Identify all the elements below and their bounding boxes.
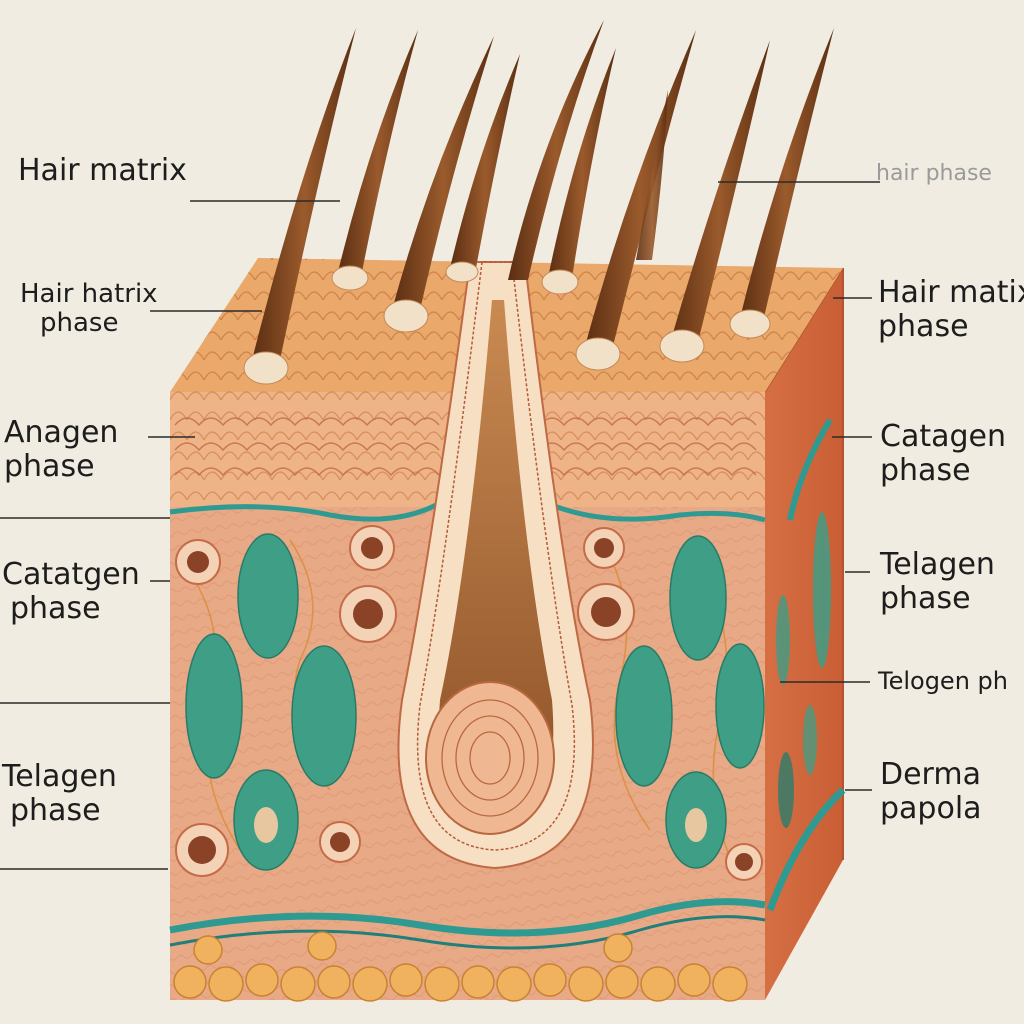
- label-hair-phase-faint: hair phase: [876, 161, 992, 186]
- label-catatgen-phase-left-line1: Catatgen: [2, 557, 140, 592]
- label-telagen-phase-left-line1: Telagen: [2, 759, 117, 794]
- label-telagen-phase-left: Telagen phase: [2, 760, 117, 827]
- label-catatgen-phase-left: Catatgen phase: [2, 558, 140, 625]
- block-side-face: [764, 267, 846, 1000]
- label-derma-papola-line2: papola: [880, 790, 982, 826]
- central-hair-shaft: [508, 20, 604, 280]
- label-anagen-phase-line2: phase: [4, 448, 95, 484]
- label-hair-hatrix-phase-line1: Hair hatrix: [20, 279, 158, 309]
- emerging-hair-shafts: [243, 28, 834, 385]
- label-catatgen-phase-left-line2: phase: [10, 590, 101, 626]
- leader-lines: [0, 181, 880, 870]
- label-derma-papola-line1: Derma: [880, 757, 981, 792]
- label-telagen-phase-right-line2: phase: [880, 580, 971, 616]
- label-telogen-ph-right: Telogen ph: [878, 667, 1008, 695]
- label-hair-matix-phase-right-line2: phase: [878, 308, 969, 344]
- subcutaneous-fat-cells: [173, 931, 748, 1002]
- dermal-papilla: [425, 681, 555, 835]
- label-hair-matix-phase-right: Hair matix phase: [878, 276, 1024, 343]
- label-catagen-phase-right: Catagen phase: [880, 420, 1006, 487]
- follicle-lumens: [187, 537, 753, 871]
- label-hair-matrix-top: Hair matrix: [18, 153, 187, 188]
- label-telagen-phase-right-line1: Telagen: [880, 547, 995, 582]
- label-catagen-phase-right-line1: Catagen: [880, 419, 1006, 454]
- gland-nuclei: [254, 807, 707, 843]
- label-hair-hatrix-phase: Hair hatrix phase: [20, 279, 158, 339]
- label-anagen-phase: Anagen phase: [4, 416, 118, 483]
- label-hair-matix-phase-right-line1: Hair matix: [878, 275, 1024, 310]
- label-telagen-phase-right: Telagen phase: [880, 548, 995, 615]
- label-catagen-phase-right-line2: phase: [880, 452, 971, 488]
- label-anagen-phase-line1: Anagen: [4, 415, 119, 450]
- label-derma-papola: Derma papola: [880, 758, 982, 825]
- label-hair-hatrix-phase-line2: phase: [40, 308, 119, 339]
- sweat-gland-cluster: [185, 533, 765, 871]
- label-telagen-phase-left-line2: phase: [10, 792, 101, 828]
